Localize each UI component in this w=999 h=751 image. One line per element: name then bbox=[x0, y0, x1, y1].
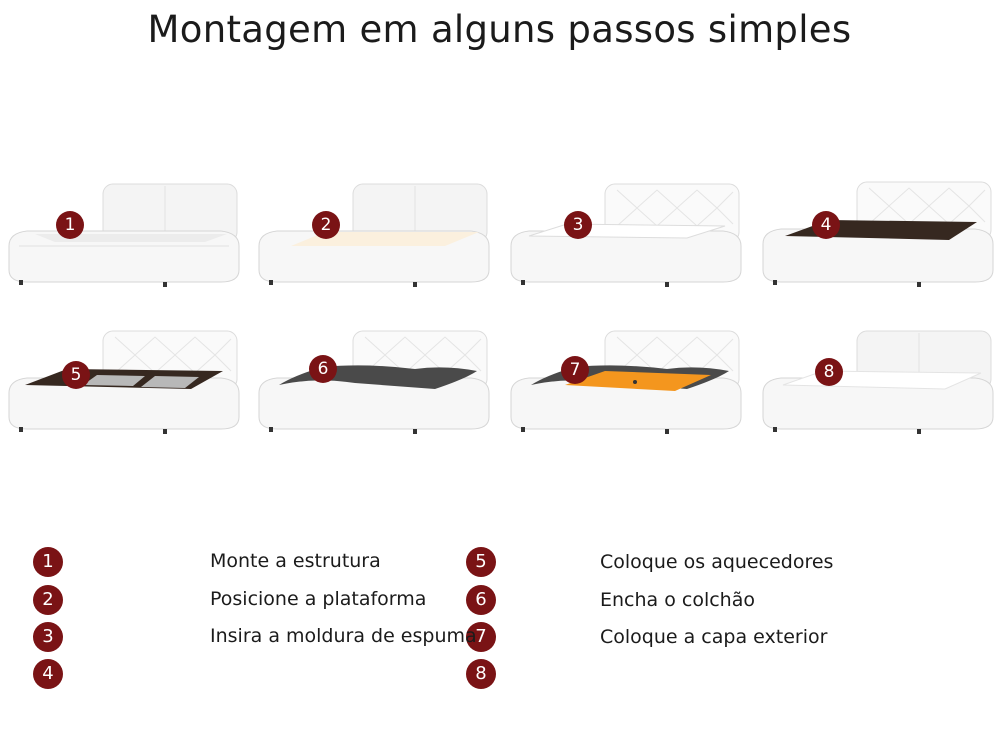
step-badge-3: 3 bbox=[564, 211, 592, 239]
bed-step-2 bbox=[255, 178, 495, 298]
legend-text-3: Insira a moldura de espuma bbox=[210, 625, 477, 647]
bed-step-5 bbox=[5, 325, 245, 445]
step-badge-1: 1 bbox=[56, 211, 84, 239]
bed-step-6 bbox=[255, 325, 495, 445]
legend-badge-1: 1 bbox=[33, 547, 63, 577]
step-badge-2: 2 bbox=[312, 211, 340, 239]
step-badge-4: 4 bbox=[812, 211, 840, 239]
bed-step-8 bbox=[759, 325, 999, 445]
legend-badge-5: 5 bbox=[466, 547, 496, 577]
legend-badge-7: 7 bbox=[466, 622, 496, 652]
bed-step-3 bbox=[507, 178, 747, 298]
legend-text-2: Posicione a plataforma bbox=[210, 588, 427, 610]
page-title: Montagem em alguns passos simples bbox=[147, 8, 852, 51]
legend-text-1: Monte a estrutura bbox=[210, 550, 381, 572]
legend-badge-4: 4 bbox=[33, 659, 63, 689]
legend-text-6: Encha o colchão bbox=[600, 589, 755, 611]
step-badge-8: 8 bbox=[815, 358, 843, 386]
legend-badge-2: 2 bbox=[33, 585, 63, 615]
step-badge-7: 7 bbox=[561, 356, 589, 384]
legend-text-5: Coloque os aquecedores bbox=[600, 551, 834, 573]
legend-badge-3: 3 bbox=[33, 622, 63, 652]
legend-badge-8: 8 bbox=[466, 659, 496, 689]
legend-text-7: Coloque a capa exterior bbox=[600, 626, 828, 648]
bed-step-7 bbox=[507, 325, 747, 445]
step-badge-6: 6 bbox=[309, 355, 337, 383]
bed-step-1 bbox=[5, 178, 245, 298]
bed-step-4 bbox=[759, 178, 999, 298]
legend-badge-6: 6 bbox=[466, 585, 496, 615]
step-badge-5: 5 bbox=[62, 361, 90, 389]
